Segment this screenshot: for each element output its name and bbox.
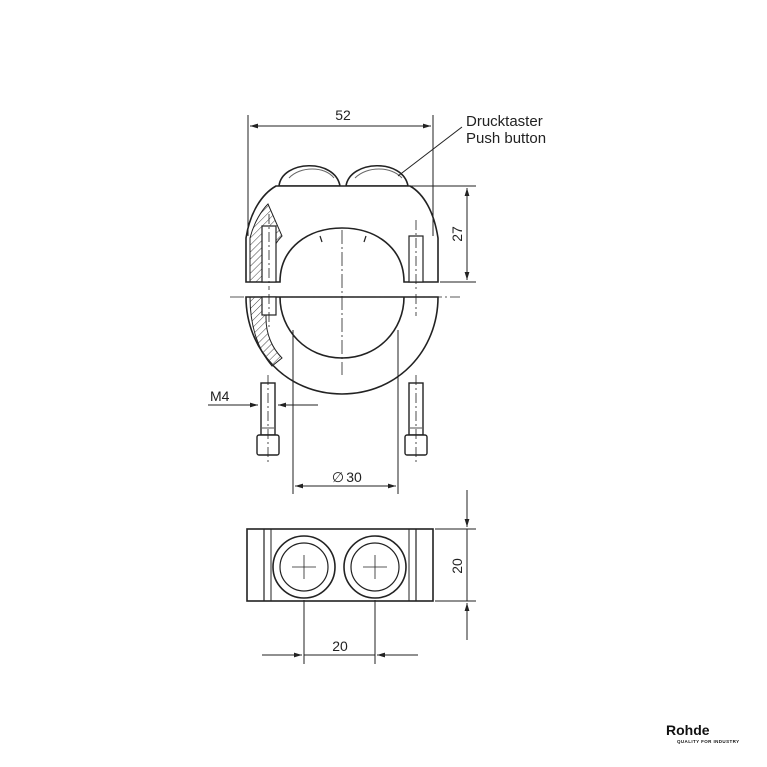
plan-view [246, 528, 434, 602]
callout-label-en: Push button [466, 130, 546, 147]
height-dimension-label: 27 [449, 226, 465, 242]
lower-clamp-half [245, 294, 439, 395]
plan-centerlines [292, 555, 387, 579]
rohde-logo: Rohde QUALITY FOR INDUSTRY [666, 722, 740, 744]
dimension-height [410, 185, 476, 283]
plan-height-label: 20 [449, 558, 465, 574]
screw-right [404, 375, 428, 462]
dimension-plan-height [435, 490, 476, 640]
push-button-leader [397, 126, 463, 177]
bore-dimension-label: 30 [346, 469, 362, 485]
width-dimension-label: 52 [335, 107, 351, 123]
upper-body-outline [245, 185, 439, 283]
screw-left [256, 375, 280, 462]
callout-label-de: Drucktaster [466, 113, 543, 130]
lower-section-hatch [249, 296, 283, 367]
top-view-centerlines [230, 230, 460, 375]
plan-pitch-label: 20 [332, 638, 348, 654]
logo-name: Rohde [666, 722, 710, 738]
upper-clamp-half [245, 165, 439, 290]
logo-tagline: QUALITY FOR INDUSTRY [677, 739, 740, 744]
dimension-plan-pitch [262, 600, 418, 664]
bore-symbol: ∅ [332, 469, 344, 485]
dimension-bore [292, 330, 399, 494]
thread-dimension-label: M4 [210, 388, 230, 404]
dimension-width [247, 115, 434, 236]
